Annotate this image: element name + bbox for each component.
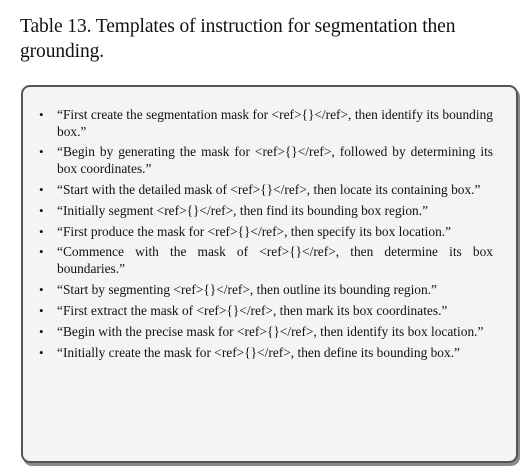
bullet-icon: • — [39, 244, 44, 260]
list-item: • “Start with the detailed mask of <ref>{… — [39, 182, 493, 199]
template-list: • “First create the segmentation mask for… — [39, 107, 493, 365]
list-item: • “Commence with the mask of <ref>{}</ref… — [39, 244, 493, 277]
template-text: “First produce the mask for <ref>{}</ref… — [57, 223, 452, 239]
template-box: • “First create the segmentation mask for… — [21, 85, 518, 463]
template-text: “Initially create the mask for <ref>{}</… — [57, 344, 460, 360]
bullet-icon: • — [39, 302, 44, 318]
list-item: • “Initially create the mask for <ref>{}<… — [39, 345, 493, 362]
template-text: “Begin with the precise mask for <ref>{}… — [57, 323, 484, 339]
bullet-icon: • — [39, 144, 44, 160]
bullet-icon: • — [39, 107, 44, 122]
list-item: • “First create the segmentation mask for… — [39, 107, 493, 140]
template-text: “First extract the mask of <ref>{}</ref>… — [57, 302, 448, 318]
bullet-icon: • — [39, 202, 44, 218]
template-text: “Begin by generating the mask for <ref>{… — [57, 144, 493, 176]
list-item: • “Initially segment <ref>{}</ref>, then … — [39, 203, 493, 220]
list-item: • “First extract the mask of <ref>{}</ref… — [39, 303, 493, 320]
template-text: “Initially segment <ref>{}</ref>, then f… — [57, 202, 429, 218]
list-item: • “Begin by generating the mask for <ref>… — [39, 144, 493, 177]
bullet-icon: • — [39, 181, 44, 197]
template-text: “Start with the detailed mask of <ref>{}… — [57, 181, 481, 197]
bullet-icon: • — [39, 344, 44, 360]
table-caption: Table 13. Templates of instruction for s… — [20, 16, 456, 62]
bullet-icon: • — [39, 281, 44, 297]
template-text: “Commence with the mask of <ref>{}</ref>… — [57, 244, 493, 276]
template-text: “First create the segmentation mask for … — [57, 107, 493, 139]
list-item: • “Begin with the precise mask for <ref>{… — [39, 324, 493, 341]
bullet-icon: • — [39, 323, 44, 339]
list-item: • “First produce the mask for <ref>{}</re… — [39, 224, 493, 241]
list-item: • “Start by segmenting <ref>{}</ref>, the… — [39, 282, 493, 299]
bullet-icon: • — [39, 223, 44, 239]
template-text: “Start by segmenting <ref>{}</ref>, then… — [57, 281, 437, 297]
